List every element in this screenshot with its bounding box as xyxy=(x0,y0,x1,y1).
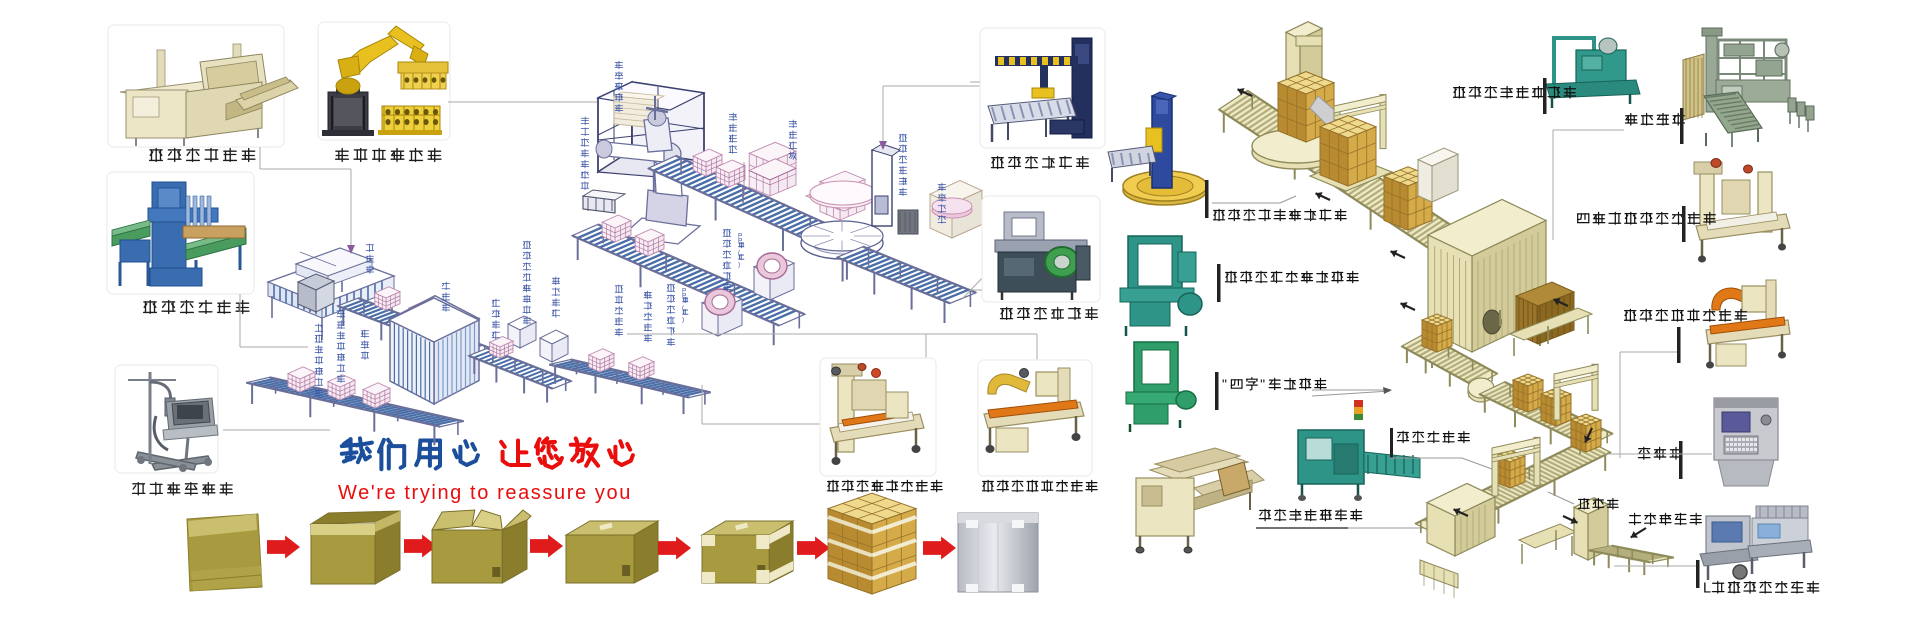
svg-text:): ) xyxy=(738,261,740,268)
svg-text:": " xyxy=(1222,376,1227,392)
svg-text:P: P xyxy=(738,233,742,240)
svg-text:P: P xyxy=(682,293,686,300)
svg-text:L: L xyxy=(1703,581,1711,597)
svg-text:P: P xyxy=(738,238,742,245)
svg-text:(: ( xyxy=(682,304,685,311)
svg-text:P: P xyxy=(682,288,686,295)
svg-text:): ) xyxy=(682,316,684,323)
svg-text:We're trying to reassure you: We're trying to reassure you xyxy=(338,482,632,504)
svg-text:(: ( xyxy=(738,249,741,256)
svg-text:": " xyxy=(1260,376,1265,392)
